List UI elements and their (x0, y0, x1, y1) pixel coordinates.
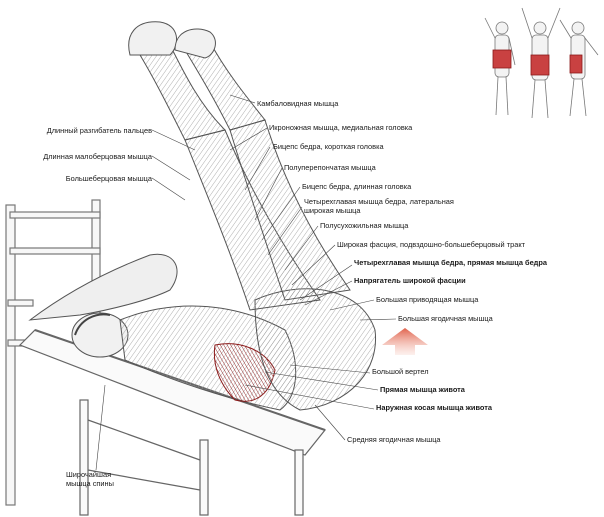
label-rectus-femoris: Четырехглавая мышца бедра, прямая мышца … (354, 258, 547, 267)
label-soleus: Камбаловидная мышца (257, 99, 339, 108)
wall-bars (5, 199, 101, 506)
movement-arrow-icon (382, 328, 428, 355)
label-trochanter: Большой вертел (372, 367, 429, 376)
label-vastus-lateralis: Четырехглавая мышца бедра, латеральная ш… (304, 197, 454, 215)
label-gluteus-maximus: Большая ягодичная мышца (398, 314, 493, 323)
label-semitendinosus: Полусухожильная мышца (320, 221, 409, 230)
label-tensor: Напрягатель широкой фасции (354, 276, 466, 285)
label-fascia-lata: Широкая фасция, подвздошно-большеберцовы… (337, 240, 526, 249)
label-gastrocnemius: Икроножная мышца, медиальная головка (269, 123, 413, 132)
label-biceps-short: Бицепс бедра, короткая головка (273, 142, 384, 151)
inset-figures (484, 7, 599, 119)
label-peroneus: Длинная малоберцовая мышца (43, 152, 152, 161)
label-ext-digitorum: Длинный разгибатель пальцев (46, 126, 152, 135)
label-biceps-long: Бицепс бедра, длинная головка (302, 182, 412, 191)
label-external-oblique: Наружная косая мышца живота (376, 403, 492, 412)
label-rectus-abdominis: Прямая мышца живота (380, 385, 465, 394)
label-adductor-magnus: Большая приводящая мышца (376, 295, 479, 304)
label-gluteus-medius: Средняя ягодичная мышца (347, 435, 441, 444)
label-latissimus: Широчайшая мышца спины (66, 470, 114, 488)
label-tibialis: Большеберцовая мышца (65, 174, 152, 183)
leader-lines (95, 94, 397, 471)
label-semimembranosus: Полуперепончатая мышца (284, 163, 376, 172)
athlete-figure (28, 21, 377, 411)
